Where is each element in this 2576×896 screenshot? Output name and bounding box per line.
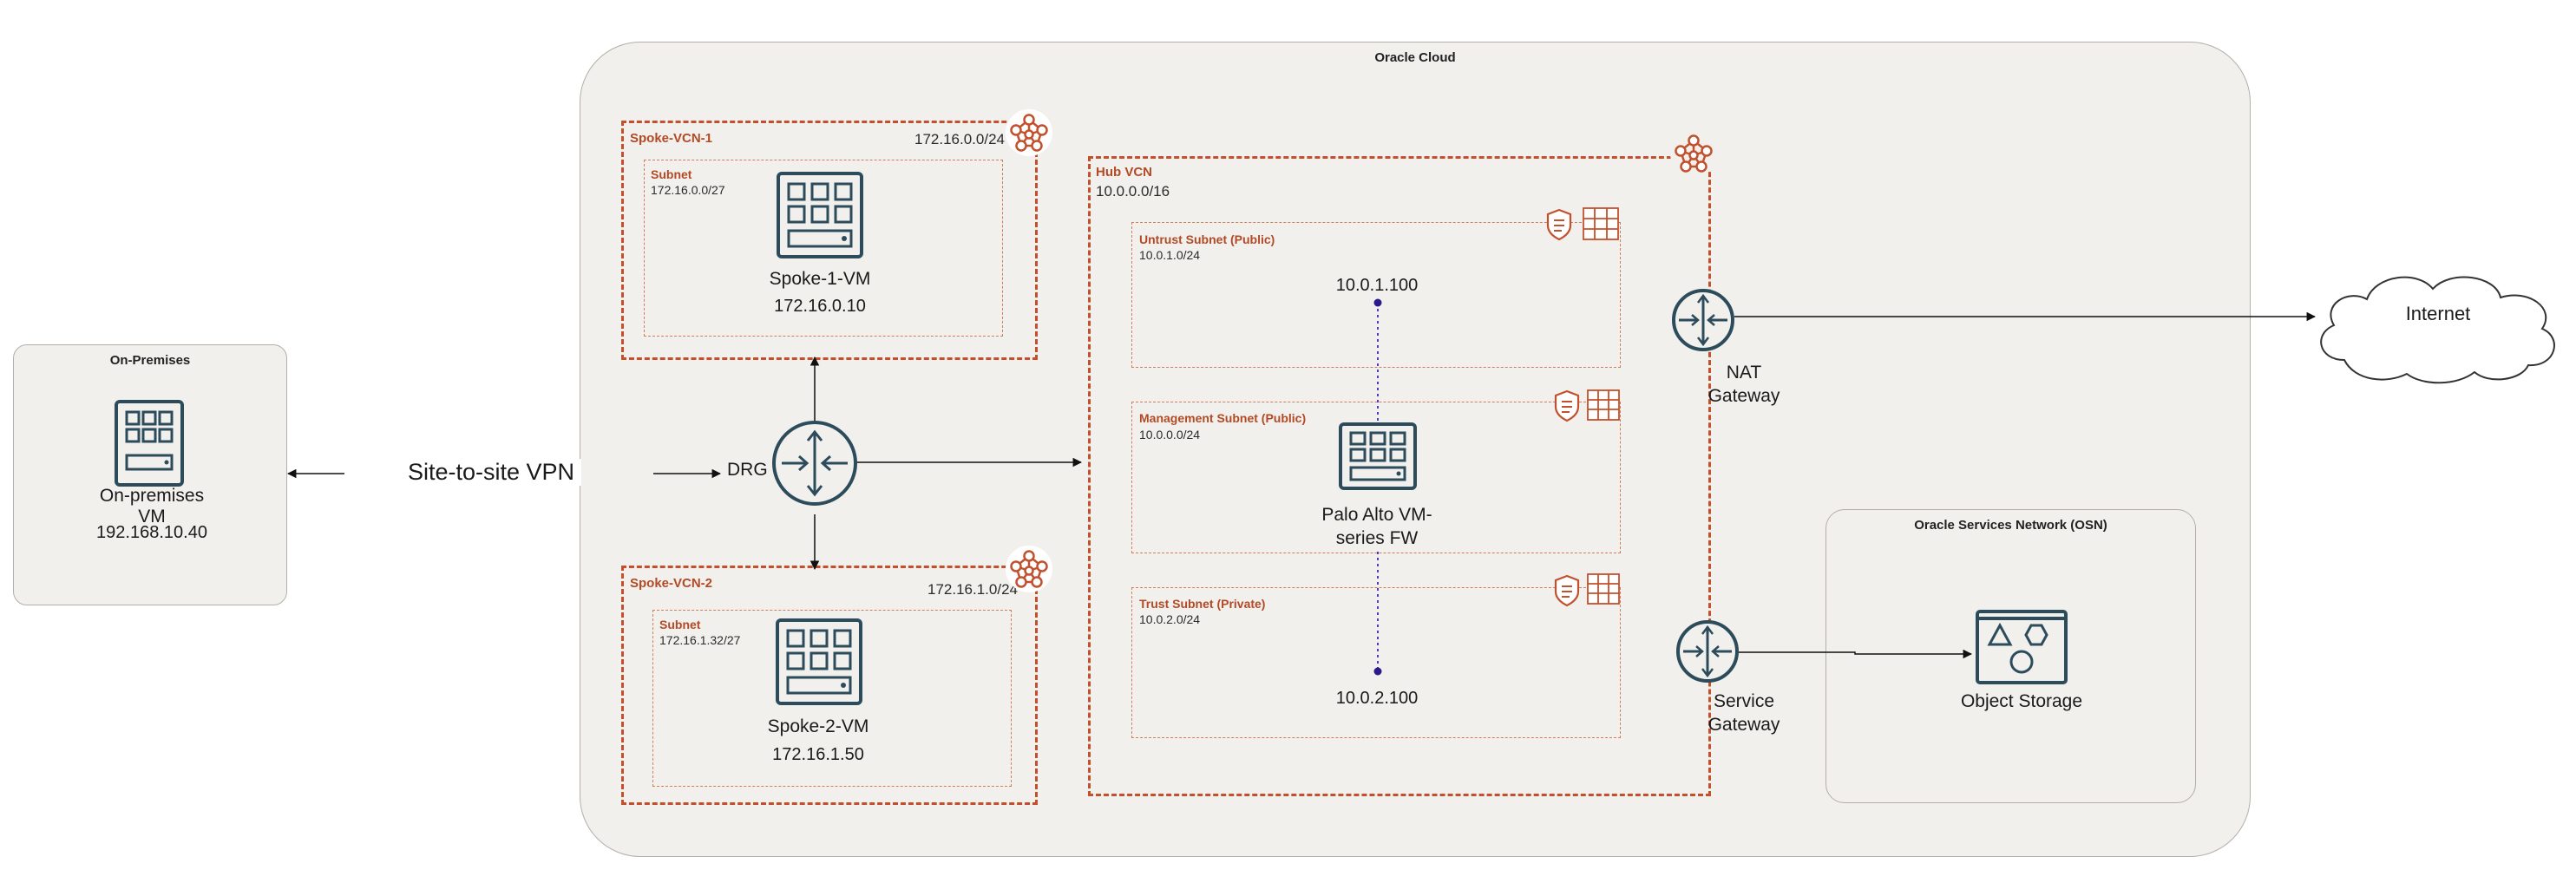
hub-vcn: [1088, 156, 1711, 796]
untrust-subnet-cidr: 10.0.1.0/24: [1139, 248, 1201, 262]
spoke1-vcn-icon: [1006, 109, 1052, 156]
drg-label: DRG: [727, 460, 768, 480]
spoke-2-vm-ip: 172.16.1.50: [772, 745, 864, 764]
onprem-vm-icon: [115, 400, 184, 487]
mgmt-route-table-icon: [1587, 389, 1620, 421]
spoke-2-vm-icon: [776, 618, 862, 705]
trust-subnet-title: Trust Subnet (Private): [1139, 597, 1266, 611]
onprem-region: On-Premises: [13, 344, 287, 605]
object-storage-icon: [1976, 610, 2068, 684]
spoke-2-subnet-title: Subnet: [659, 618, 701, 631]
untrust-endpoint: [1373, 298, 1382, 307]
untrust-subnet: [1131, 222, 1621, 368]
untrust-route-table-icon: [1583, 207, 1619, 240]
onprem-vm-label: On-premises VM: [99, 486, 205, 526]
nat-gateway-icon: [1672, 289, 1734, 351]
osn-title: Oracle Services Network (OSN): [1914, 518, 2107, 533]
management-subnet: [1131, 402, 1621, 553]
osn-region: Oracle Services Network (OSN): [1825, 509, 2196, 803]
vpn-label: Site-to-site VPN: [404, 459, 582, 486]
trust-endpoint: [1373, 667, 1382, 676]
spoke-1-vm-icon: [777, 172, 863, 258]
trust-route-table-icon: [1587, 573, 1620, 605]
trust-subnet-cidr: 10.0.2.0/24: [1139, 612, 1201, 626]
management-subnet-title: Management Subnet (Public): [1139, 411, 1307, 425]
spoke-1-vm-ip: 172.16.0.10: [774, 297, 866, 316]
spoke-vcn-1: [621, 121, 1038, 360]
spoke-1-subnet-cidr: 172.16.0.0/27: [651, 183, 725, 197]
spoke-vcn-1-cidr: 172.16.0.0/24: [914, 131, 1005, 147]
spoke-1-vm-label: Spoke-1-VM: [769, 269, 871, 289]
hub-vcn-icon: [1670, 130, 1717, 177]
hub-vcn-cidr: 10.0.0.0/16: [1096, 183, 1170, 199]
internet-cloud-icon: [2320, 276, 2555, 384]
management-subnet-cidr: 10.0.0.0/24: [1139, 428, 1201, 441]
spoke-vcn-2-cidr: 172.16.1.0/24: [927, 581, 1018, 598]
spoke-2-subnet: [652, 610, 1012, 787]
spoke2-vcn-icon: [1006, 546, 1052, 592]
internet-label: Internet: [2405, 303, 2471, 324]
drg-router-icon: [772, 421, 857, 506]
spoke-vcn-2: [621, 566, 1038, 805]
untrust-subnet-title: Untrust Subnet (Public): [1139, 232, 1275, 246]
firewall-vm-icon: [1339, 422, 1417, 490]
mgmt-security-list-icon: [1554, 389, 1580, 422]
hub-vcn-title: Hub VCN: [1096, 165, 1152, 180]
sgw-to-storage-line: [1737, 649, 1973, 659]
service-gateway-label: Service Gateway: [1708, 691, 1780, 735]
spoke-1-subnet: [644, 160, 1003, 337]
onprem-vm-ip: 192.168.10.40: [96, 523, 207, 542]
untrust-security-list-icon: [1546, 208, 1572, 241]
service-gateway-icon: [1676, 620, 1739, 683]
spoke-2-vm-label: Spoke-2-VM: [767, 716, 869, 736]
trust-ip: 10.0.2.100: [1335, 689, 1419, 708]
firewall-label: Palo Alto VM-series FW: [1303, 503, 1451, 550]
spoke-1-subnet-title: Subnet: [651, 167, 692, 181]
trust-subnet: [1131, 587, 1621, 738]
nat-gateway-label: NAT Gateway: [1708, 363, 1780, 406]
object-storage-label: Object Storage: [1960, 691, 2083, 711]
spoke-vcn-1-title: Spoke-VCN-1: [630, 131, 713, 146]
trust-security-list-icon: [1554, 574, 1580, 607]
oracle-cloud-title: Oracle Cloud: [1374, 50, 1456, 65]
untrust-ip: 10.0.1.100: [1335, 276, 1419, 295]
spoke-vcn-2-title: Spoke-VCN-2: [630, 576, 713, 591]
onprem-title: On-Premises: [109, 353, 191, 368]
spoke-2-subnet-cidr: 172.16.1.32/27: [659, 633, 741, 647]
